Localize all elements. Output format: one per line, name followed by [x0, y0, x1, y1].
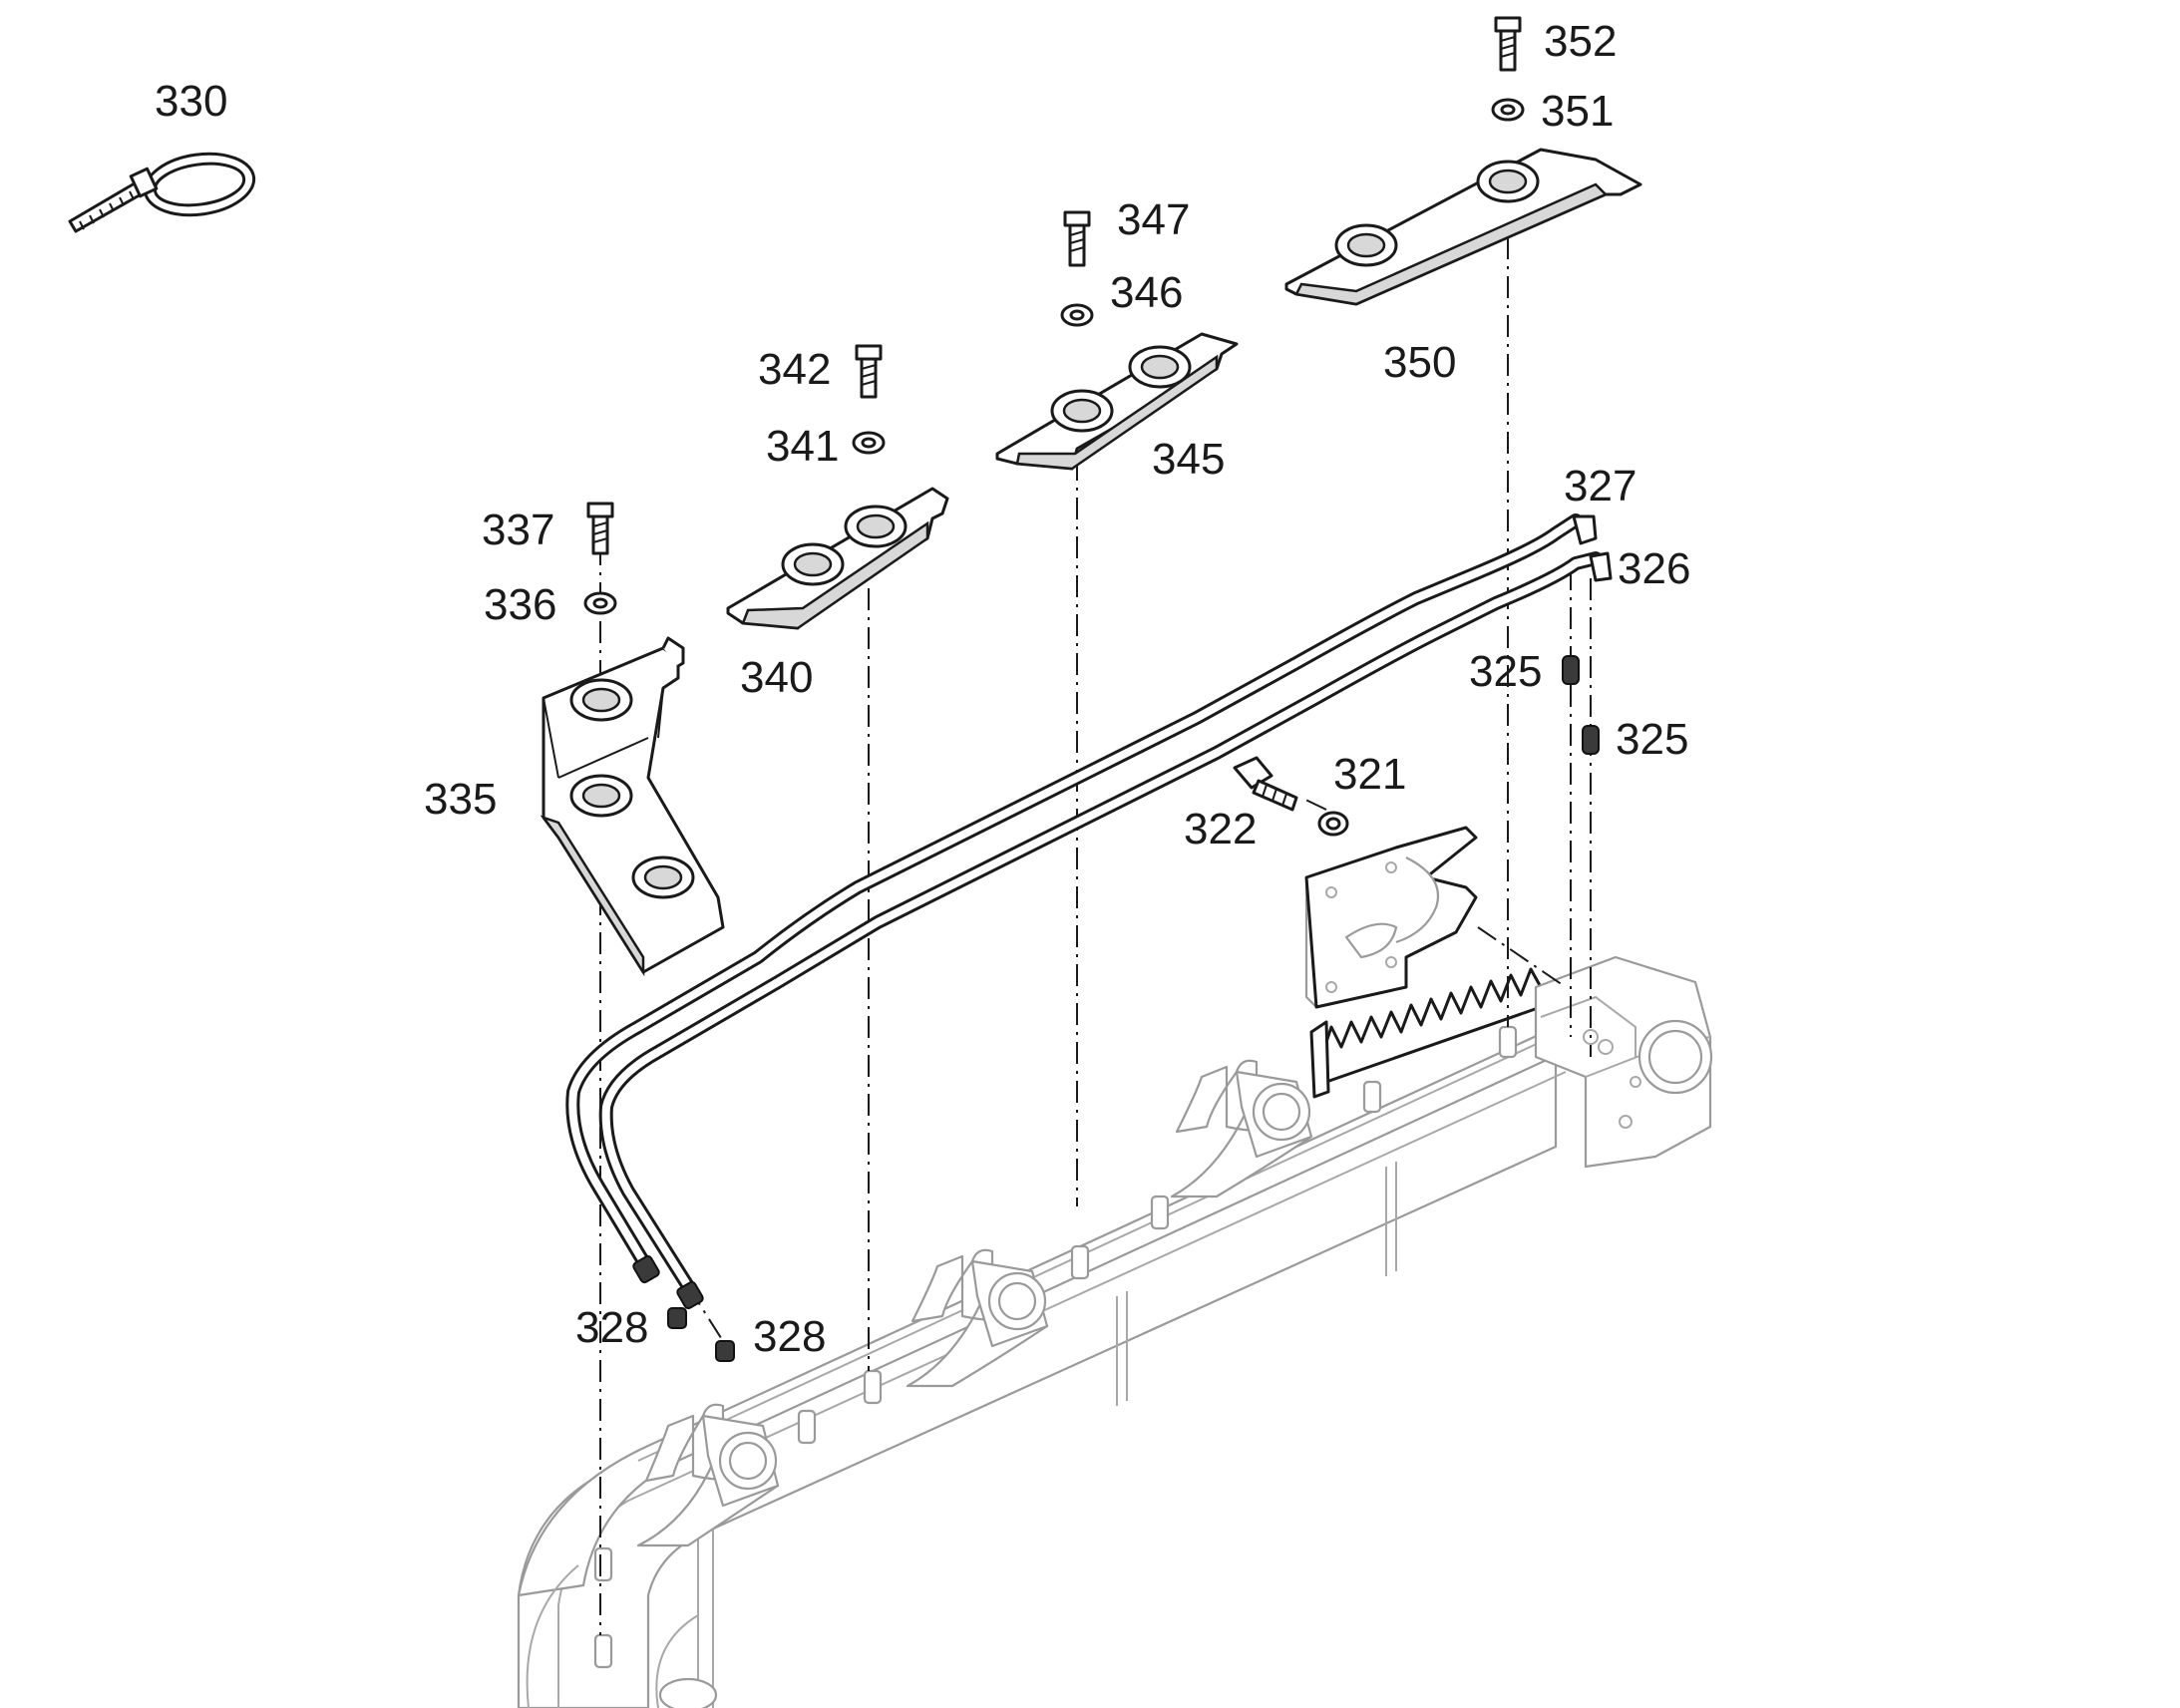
callout-327: 327 [1564, 462, 1636, 511]
callout-352: 352 [1544, 17, 1617, 66]
guide-plate [1304, 826, 1478, 1009]
bolt-352 [1494, 16, 1522, 72]
bolt-337 [586, 502, 614, 555]
callout-345: 345 [1152, 435, 1225, 484]
rack-teeth [1319, 967, 1543, 1084]
callout-322: 322 [1184, 805, 1257, 854]
bolt-342 [855, 344, 883, 399]
fitting-327-icon [1572, 514, 1598, 545]
bolt-347 [1063, 210, 1091, 267]
end-block [1534, 955, 1713, 1169]
callout-340: 340 [740, 653, 813, 702]
bolt-322 [1233, 756, 1298, 812]
callout-325b: 325 [1616, 715, 1688, 764]
callout-325a: 325 [1469, 647, 1542, 696]
clamp-plate-345 [995, 332, 1239, 471]
callout-350: 350 [1383, 338, 1456, 387]
callout-351: 351 [1541, 87, 1614, 136]
callout-labels: 330 352 351 347 346 350 342 341 345 327 … [155, 17, 1690, 1361]
callout-346: 346 [1110, 268, 1183, 317]
clamp-plate-350 [1284, 148, 1642, 306]
cable-tie-330 [68, 152, 256, 233]
callout-330: 330 [155, 77, 227, 126]
washer-351 [1491, 98, 1525, 122]
callout-326: 326 [1618, 544, 1690, 593]
hose-lines [565, 513, 1603, 1293]
callout-321: 321 [1333, 750, 1406, 799]
assembly-axis-lines [599, 237, 1592, 1635]
washer-341 [852, 431, 886, 455]
track-frame-assembly [517, 955, 1713, 1708]
callout-336: 336 [484, 580, 556, 629]
washer-346 [1060, 303, 1094, 327]
rail-studs [593, 1025, 1518, 1669]
bracket-335 [540, 636, 725, 977]
callout-347: 347 [1117, 195, 1190, 244]
callout-328b: 328 [753, 1312, 826, 1361]
clamp-plate-340 [726, 487, 949, 630]
callout-335: 335 [424, 775, 497, 824]
fitting-328-parts [667, 1307, 735, 1362]
fitting-326-icon [1589, 551, 1613, 582]
callout-342: 342 [758, 345, 831, 394]
rail-socket-2 [906, 1248, 1049, 1388]
washer-336 [583, 591, 617, 615]
rail-socket-3 [636, 1403, 780, 1547]
callout-328a: 328 [575, 1303, 648, 1352]
hose-end-fittings [632, 514, 1613, 1310]
callout-341: 341 [766, 422, 839, 471]
rail-socket-1 [1170, 1059, 1313, 1198]
callout-337: 337 [482, 506, 554, 554]
washer-321 [1317, 811, 1349, 837]
fitting-325-parts [1562, 655, 1600, 755]
